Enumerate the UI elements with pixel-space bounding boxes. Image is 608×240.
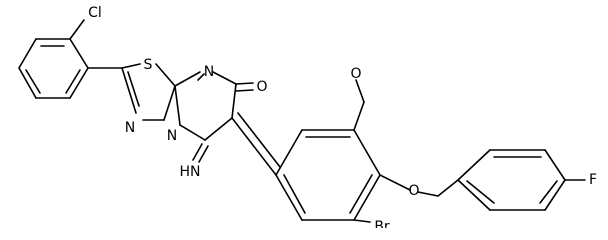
bond-line: [197, 73, 205, 81]
bond-line: [18, 38, 37, 69]
bond-line: [355, 79, 365, 103]
methoxy-oxygen-label: O: [350, 66, 361, 82]
bond-line: [237, 112, 281, 168]
bond-line: [179, 124, 206, 141]
bond-line: [231, 83, 237, 119]
bond-line: [121, 63, 141, 69]
sulfur-atom-label: S: [144, 57, 153, 73]
bond-line: [25, 69, 41, 94]
bond-line: [174, 71, 201, 87]
ether-oxygen-label: O: [408, 183, 419, 199]
fluorine-atom-label: F: [589, 172, 597, 188]
bond-line: [466, 180, 495, 204]
bond-line: [121, 67, 137, 114]
bond-line: [69, 67, 89, 99]
bond-line: [275, 174, 303, 221]
bond-line: [69, 19, 85, 40]
bond-line: [349, 174, 373, 214]
imine-nh-label: HN: [180, 164, 201, 180]
ring-nitrogen-label: N: [204, 64, 214, 80]
bond-line: [174, 85, 181, 126]
bond-line: [231, 117, 277, 176]
bond-line: [18, 67, 37, 99]
carbonyl-oxygen-label: O: [256, 79, 267, 95]
bond-line: [417, 191, 439, 197]
bond-line: [192, 143, 203, 161]
atom-labels: ClS N O O N N HN O F Br: [88, 5, 597, 228]
bridgehead-nitrogen-label: N: [167, 128, 177, 144]
bond-line: [212, 71, 237, 85]
bond-line: [437, 179, 459, 197]
bond-line: [457, 149, 491, 181]
thiadiazole-nitrogen-label: N: [125, 120, 135, 136]
bond-line: [69, 38, 89, 69]
bond-line: [235, 89, 254, 92]
bond-line: [163, 85, 176, 121]
bond-line: [353, 174, 381, 221]
bond-line: [198, 145, 209, 163]
bond-line: [283, 174, 306, 214]
bond-line: [544, 179, 566, 211]
bond-line: [275, 129, 303, 176]
bond-line: [544, 149, 566, 181]
bond-lines: [18, 19, 586, 223]
bond-line: [353, 101, 365, 131]
molecule-structure: ClS N O O N N HN O F Br: [18, 5, 597, 228]
bromine-atom-label: Br: [374, 219, 390, 228]
bond-line: [353, 219, 371, 223]
bond-line: [353, 129, 381, 176]
bond-line: [65, 69, 81, 94]
bond-line: [155, 63, 176, 87]
bond-line: [127, 71, 140, 107]
bond-line: [235, 82, 254, 85]
bond-line: [204, 117, 233, 141]
chlorine-atom-label: Cl: [88, 5, 102, 21]
bond-line: [457, 179, 491, 211]
bond-line: [539, 180, 558, 204]
bond-line: [379, 174, 411, 191]
